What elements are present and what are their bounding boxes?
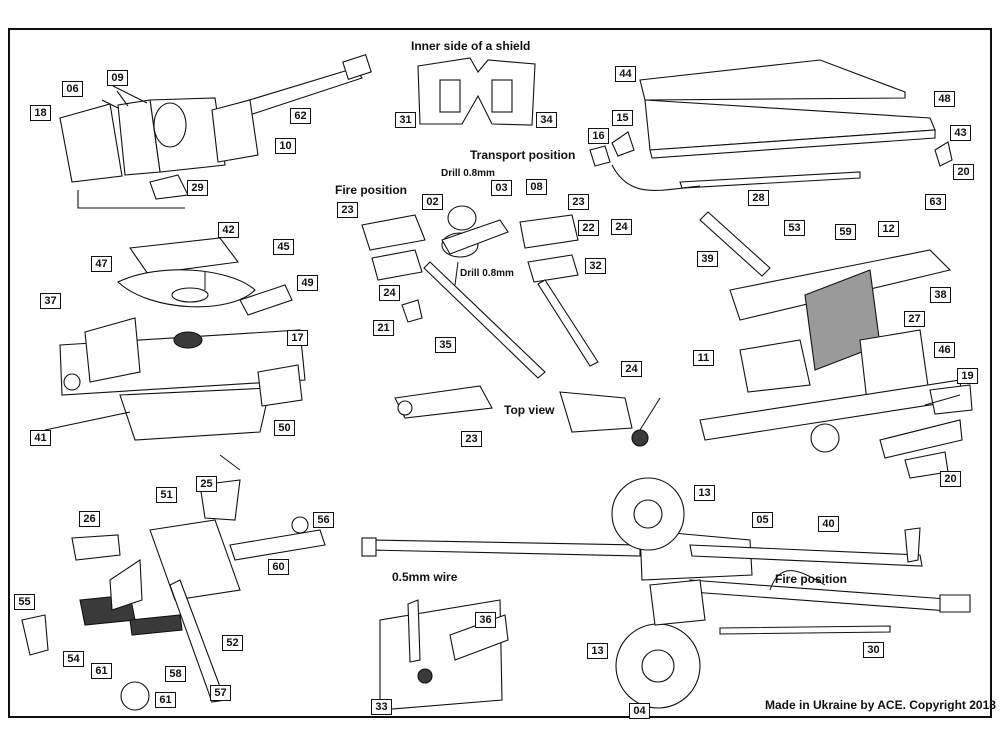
part-label: 54 [63, 651, 84, 667]
part-label: 24 [611, 219, 632, 235]
part-label: 23 [568, 194, 589, 210]
part-label: 28 [748, 190, 769, 206]
part-label: 56 [313, 512, 334, 528]
part-label: 08 [526, 179, 547, 195]
part-label: 55 [14, 594, 35, 610]
part-label: 24 [379, 285, 400, 301]
caption-transport-position: Transport position [470, 148, 576, 162]
part-label: 36 [475, 612, 496, 628]
full-gun-drawing [361, 477, 971, 709]
part-label: 32 [585, 258, 606, 274]
part-label: 05 [752, 512, 773, 528]
part-label: 06 [62, 81, 83, 97]
trail-legs-drawing [361, 205, 599, 379]
caption-fire-position: Fire position [335, 183, 407, 197]
part-label: 13 [587, 643, 608, 659]
part-label: 12 [878, 221, 899, 237]
part-label: 62 [290, 108, 311, 124]
caption-inner-shield: Inner side of a shield [411, 39, 531, 53]
caption-top-view: Top view [504, 403, 555, 417]
part-label: 60 [268, 559, 289, 575]
part-label: 45 [273, 239, 294, 255]
part-label: 20 [940, 471, 961, 487]
part-label: 20 [953, 164, 974, 180]
gun-assembly-lower-left [21, 479, 326, 711]
part-label: 04 [629, 703, 650, 719]
part-label: 37 [40, 293, 61, 309]
part-label: 23 [461, 431, 482, 447]
part-label: 61 [91, 663, 112, 679]
note-drill-a: Drill 0.8mm [441, 168, 495, 179]
note-drill-b: Drill 0.8mm [460, 268, 514, 279]
upper-carriage-drawing [699, 211, 973, 479]
part-label: 30 [863, 642, 884, 658]
part-label: 33 [371, 699, 392, 715]
arrows [204, 261, 961, 591]
part-label: 47 [91, 256, 112, 272]
part-label: 15 [612, 110, 633, 126]
part-label: 31 [395, 112, 416, 128]
part-label: 25 [196, 476, 217, 492]
part-label: 40 [818, 516, 839, 532]
part-label: 22 [578, 220, 599, 236]
part-label: 16 [588, 128, 609, 144]
lower-carriage-drawing [44, 237, 306, 441]
part-label: 35 [435, 337, 456, 353]
part-label: 17 [287, 330, 308, 346]
part-label: 61 [155, 692, 176, 708]
footer-copyright: Made in Ukraine by ACE. Copyright 2018 [765, 698, 996, 712]
part-label: 41 [30, 430, 51, 446]
part-label: 48 [934, 91, 955, 107]
part-label: 19 [957, 368, 978, 384]
part-label: 13 [694, 485, 715, 501]
part-label: 58 [165, 666, 186, 682]
part-label: 39 [697, 251, 718, 267]
part-label: 49 [297, 275, 318, 291]
part-label: 11 [693, 350, 714, 366]
part-label: 09 [107, 70, 128, 86]
part-label: 43 [950, 125, 971, 141]
part-label: 63 [925, 194, 946, 210]
part-label: 51 [156, 487, 177, 503]
inner-shield-drawing [417, 57, 536, 126]
barrel-assembly [59, 54, 372, 209]
part-label: 27 [904, 311, 925, 327]
caption-fire-position-main: Fire position [775, 572, 847, 586]
part-label: 24 [621, 361, 642, 377]
trail-transport-drawing [589, 59, 953, 191]
part-label: 02 [422, 194, 443, 210]
part-label: 44 [615, 66, 636, 82]
part-label: 29 [187, 180, 208, 196]
part-label: 50 [274, 420, 295, 436]
part-label: 23 [337, 202, 358, 218]
part-label: 59 [835, 224, 856, 240]
part-label: 03 [491, 180, 512, 196]
part-label: 18 [30, 105, 51, 121]
part-label: 21 [373, 320, 394, 336]
caption-wire: 0.5mm wire [392, 570, 458, 584]
top-view-parts [394, 385, 649, 447]
part-label: 26 [79, 511, 100, 527]
part-label: 42 [218, 222, 239, 238]
part-label: 52 [222, 635, 243, 651]
part-label: 53 [784, 220, 805, 236]
part-label: 34 [536, 112, 557, 128]
part-label: 57 [210, 685, 231, 701]
part-label: 46 [934, 342, 955, 358]
part-label: 10 [275, 138, 296, 154]
part-label: 38 [930, 287, 951, 303]
